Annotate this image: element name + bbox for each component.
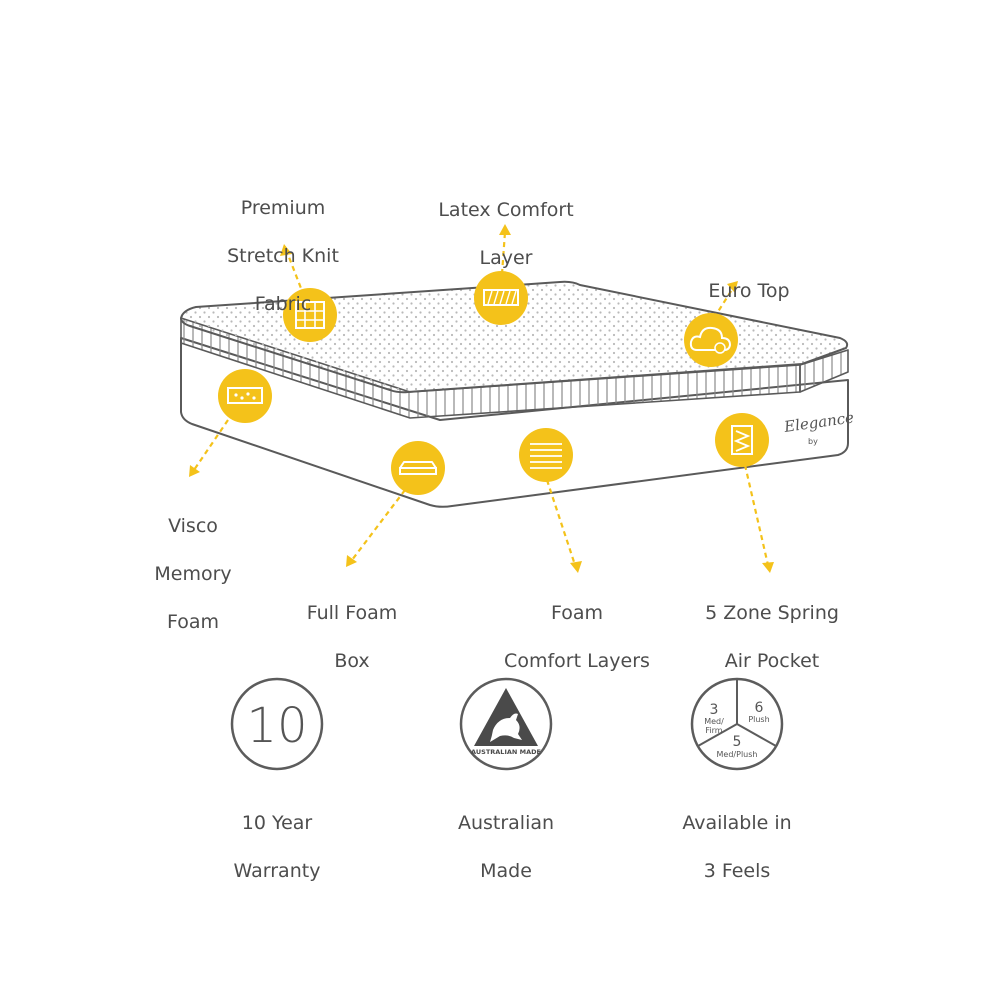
- feel-number-plush: 6: [755, 700, 764, 716]
- australian-made-badge: AUSTRALIAN MADE: [459, 677, 553, 771]
- pocket-spring-icon: [715, 413, 769, 467]
- australian-made-mark: AUSTRALIAN MADE: [471, 748, 541, 756]
- latex-layer-icon: [474, 271, 528, 325]
- warranty-number: 10: [246, 698, 307, 754]
- label-spring: 5 Zone Spring Air Pocket: [705, 602, 839, 672]
- label-feels: Available in 3 Feels: [682, 812, 792, 882]
- feels-badge: 3 Med/ Firm 6 Plush 5 Med/Plush: [690, 677, 784, 771]
- kangaroo-icon: [490, 713, 522, 742]
- euro-top-cloud-icon: [684, 313, 738, 367]
- feel-label-plush: Plush: [748, 715, 769, 724]
- feel-label-firm-1: Med/: [704, 717, 724, 726]
- warranty-badge: 10: [230, 677, 324, 771]
- label-australian-made: Australian Made: [457, 812, 555, 882]
- mattress-top: [180, 280, 849, 394]
- feel-number-firm: 3: [710, 702, 719, 718]
- label-foam-box: Full Foam Box: [306, 602, 398, 672]
- label-euro-top: Euro Top: [708, 280, 790, 302]
- comfort-layers-icon: [519, 428, 573, 482]
- label-comfort-layers: Foam Comfort Layers: [504, 602, 650, 672]
- memory-foam-icon: [218, 369, 272, 423]
- feel-number-med-plush: 5: [733, 734, 742, 750]
- label-fabric: Premium Stretch Knit Fabric: [227, 197, 339, 315]
- mattress-base: [180, 337, 849, 508]
- knit-fabric-icon: [283, 288, 337, 342]
- label-warranty: 10 Year Warranty: [233, 812, 321, 882]
- arrowheads: [189, 224, 774, 573]
- brand-sub: by: [808, 437, 818, 446]
- feel-label-med-plush: Med/Plush: [717, 750, 758, 759]
- label-visco: Visco Memory Foam: [154, 515, 232, 633]
- foam-box-icon: [391, 441, 445, 495]
- feel-label-firm-2: Firm: [705, 726, 722, 735]
- label-latex: Latex Comfort Layer: [438, 199, 574, 269]
- connectors: [193, 231, 770, 566]
